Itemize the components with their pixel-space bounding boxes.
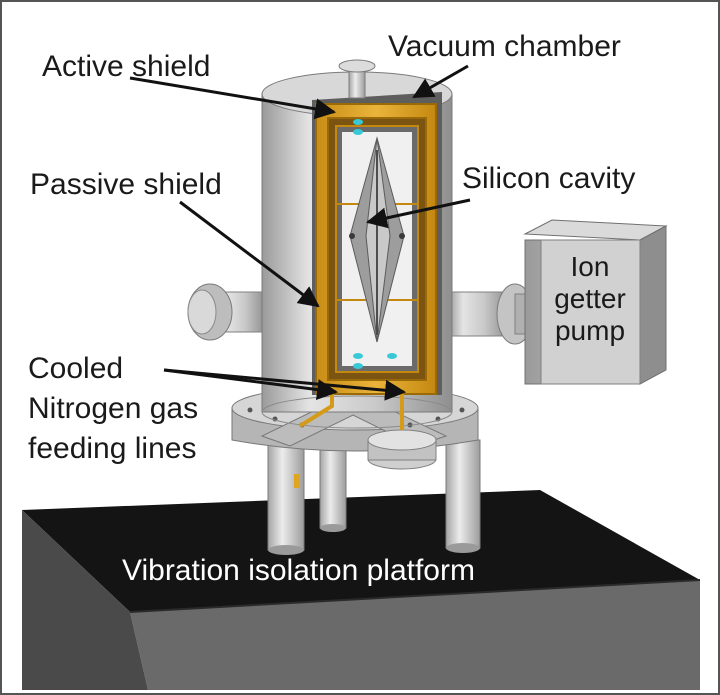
label-ion-pump-line1: Ion (571, 251, 610, 282)
arrow-active-shield (129, 76, 337, 120)
label-cooled-line3: feeding lines (28, 432, 196, 465)
label-ion-pump-line3: pump (555, 315, 625, 346)
label-platform: Vibration isolation platform (122, 554, 475, 587)
silicon-cavity (349, 136, 405, 343)
support-legs (267, 439, 481, 555)
chamber-cutaway (298, 92, 442, 430)
top-feedthrough (338, 59, 376, 99)
arrow-silicon-cavity (365, 198, 471, 229)
label-cooled-line2: Nitrogen gas (28, 392, 198, 425)
right-side-port (447, 283, 534, 345)
arrow-feed-line-right (163, 368, 407, 401)
ion-getter-pump (523, 219, 668, 385)
label-passive-shield: Passive shield (30, 168, 222, 201)
label-ion-pump-line2: getter (554, 283, 626, 314)
cavity-mounts (353, 119, 397, 369)
label-vacuum-chamber: Vacuum chamber (388, 30, 621, 63)
arrow-passive-shield (179, 200, 320, 308)
arrow-vacuum-chamber (412, 64, 469, 99)
label-cooled-line1: Cooled (28, 352, 123, 385)
annotation-arrows (129, 64, 471, 401)
label-active-shield: Active shield (42, 50, 210, 83)
left-side-port (187, 283, 266, 341)
vibration-isolation-platform (22, 490, 701, 690)
label-silicon-cavity: Silicon cavity (462, 162, 635, 195)
